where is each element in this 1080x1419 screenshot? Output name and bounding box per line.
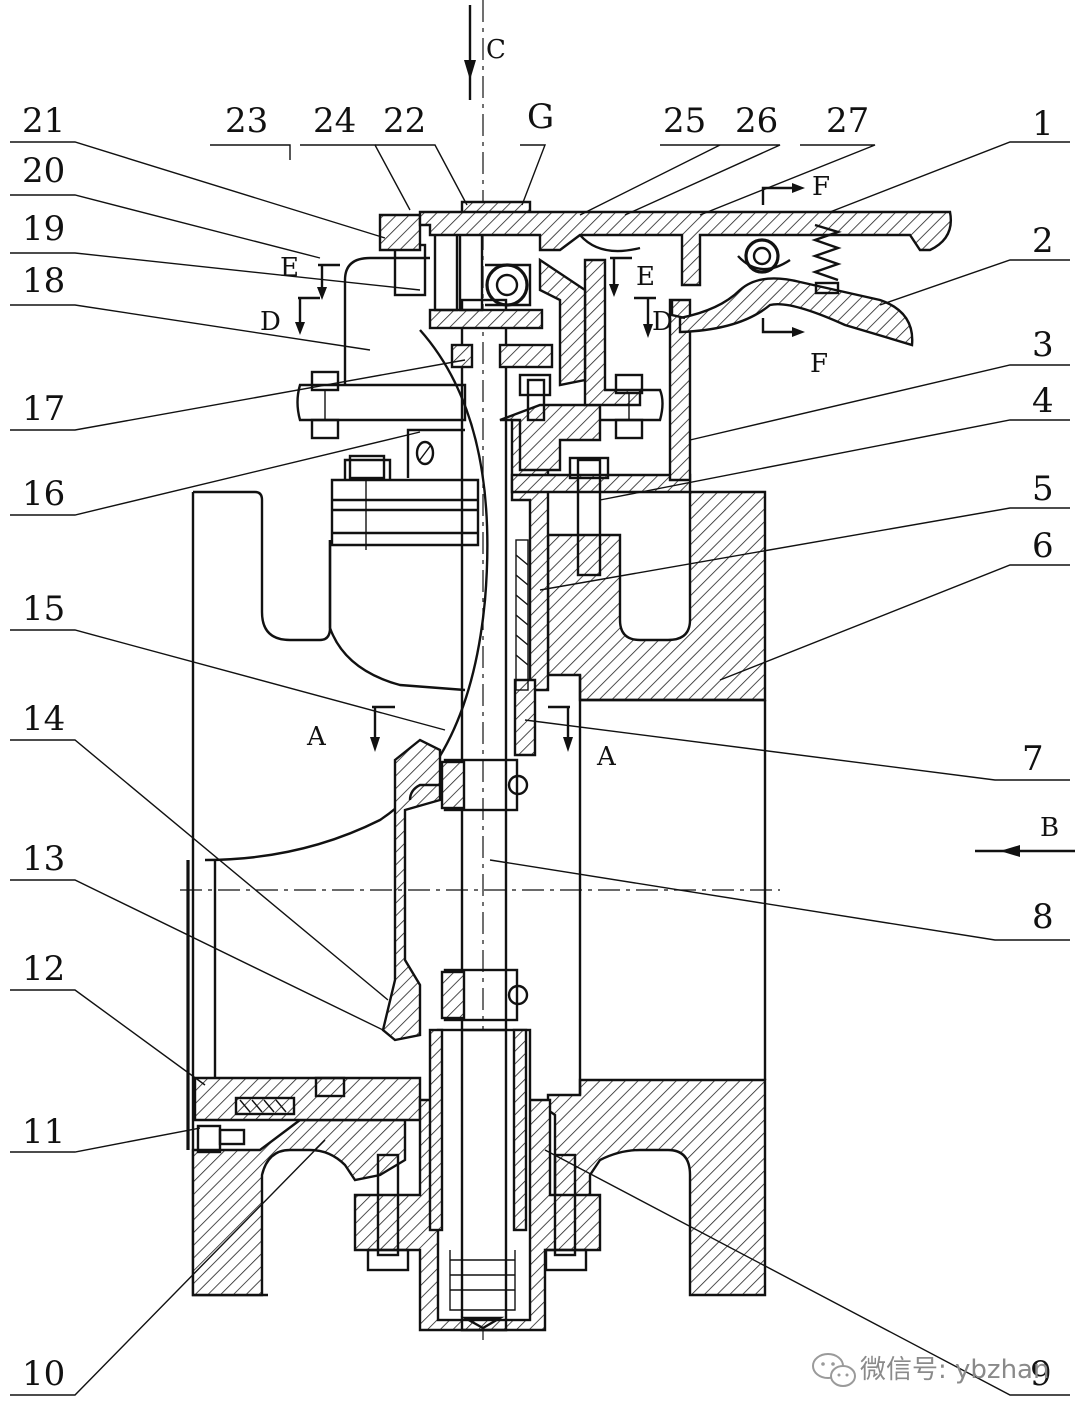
part-number-9: 9 (1030, 1354, 1052, 1394)
part-number-13: 13 (22, 839, 65, 879)
part-number-22: 22 (383, 101, 426, 141)
wechat-icon (812, 1353, 856, 1387)
label-G: G (527, 97, 554, 137)
bracket (296, 256, 692, 577)
part-number-6: 6 (1032, 526, 1054, 566)
label-A-left: A (306, 722, 327, 752)
part-number-16: 16 (22, 474, 65, 514)
label-F-top: F (812, 172, 830, 202)
part-number-8: 8 (1032, 897, 1054, 937)
valve-body (186, 490, 767, 1297)
label-E-right: E (636, 262, 655, 292)
bottom-cover (353, 1028, 602, 1332)
part-number-25: 25 (663, 101, 706, 141)
part-number-20: 20 (22, 151, 65, 191)
label-E-left: E (280, 253, 299, 283)
part-number-12: 12 (22, 949, 65, 989)
label-B: B (1040, 813, 1059, 843)
part-number-11: 11 (22, 1112, 65, 1152)
labels: C B G A A D D E E F F 1 2 3 4 5 6 7 8 9 … (22, 35, 1059, 1394)
leader-lines (10, 141, 1070, 1396)
part-number-4: 4 (1032, 381, 1054, 421)
valve-disc (204, 329, 489, 1042)
seat-ring (196, 1076, 346, 1154)
part-number-14: 14 (22, 699, 65, 739)
watermark-text: 微信号: ybzhan (860, 1355, 1049, 1385)
gearbox (393, 228, 587, 422)
label-A-right: A (596, 742, 617, 772)
part-number-7: 7 (1022, 739, 1044, 779)
part-number-15: 15 (22, 589, 65, 629)
label-D-right: D (652, 307, 673, 337)
part-number-27: 27 (826, 101, 869, 141)
part-number-21: 21 (22, 101, 65, 141)
part-number-19: 19 (22, 209, 65, 249)
part-number-24: 24 (313, 101, 356, 141)
part-number-18: 18 (22, 261, 65, 301)
label-D-left: D (260, 307, 281, 337)
part-number-2: 2 (1032, 221, 1054, 261)
part-number-17: 17 (22, 389, 65, 429)
part-number-10: 10 (22, 1354, 65, 1394)
label-C: C (486, 35, 506, 65)
part-number-26: 26 (735, 101, 778, 141)
part-number-23: 23 (225, 101, 268, 141)
label-F-bottom: F (810, 349, 828, 379)
part-number-5: 5 (1032, 469, 1054, 509)
part-number-3: 3 (1032, 325, 1054, 365)
watermark: 微信号: ybzhan (812, 1353, 1049, 1387)
handle-lever (378, 200, 952, 347)
part-number-1: 1 (1032, 104, 1054, 144)
